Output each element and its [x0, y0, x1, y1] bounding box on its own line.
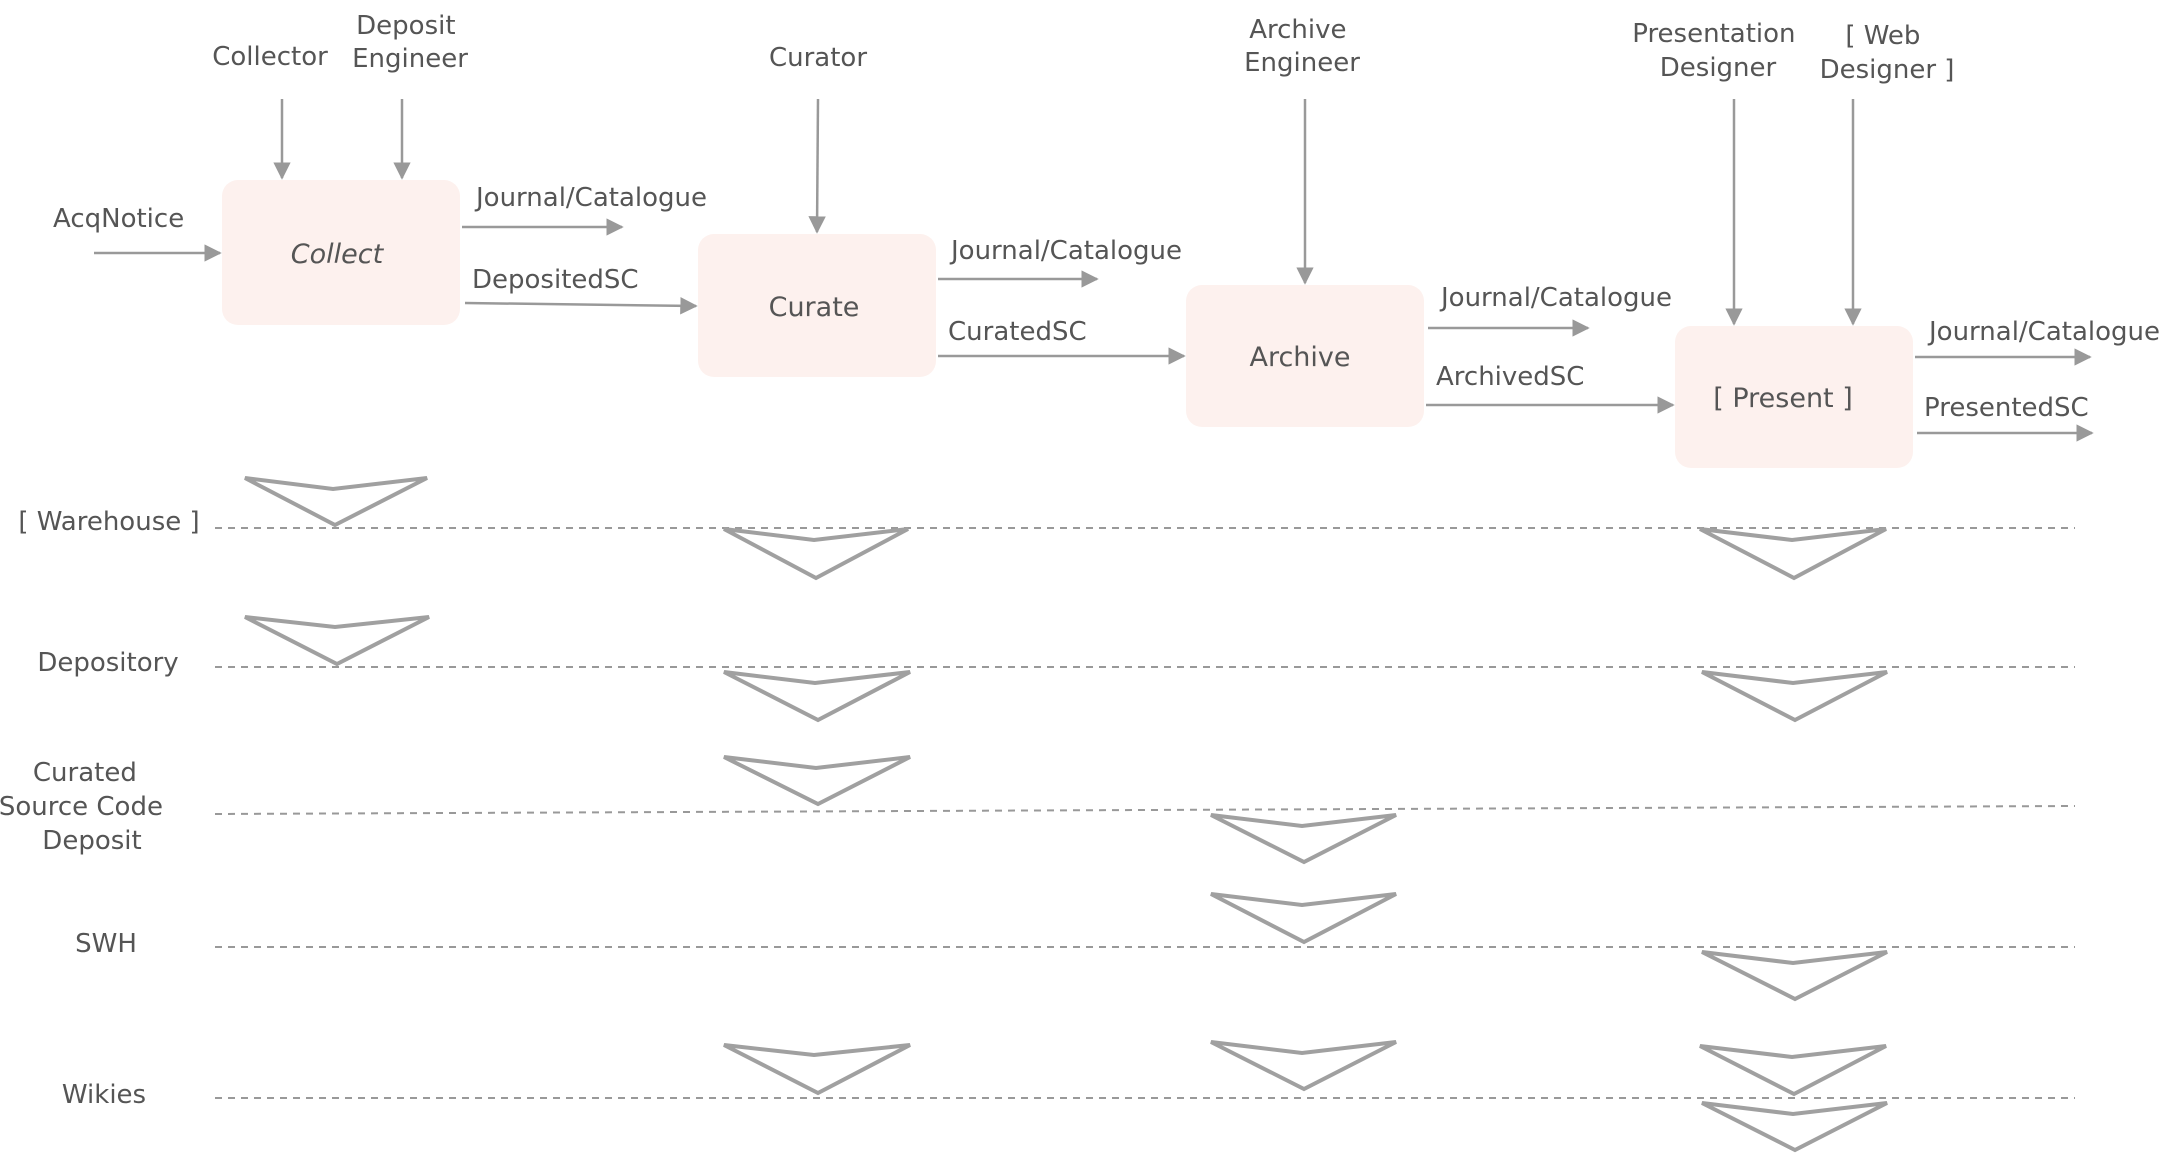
collect-warehouse-triangle	[244, 476, 428, 528]
wikies-store-label: Wikies	[62, 1080, 146, 1110]
archive-engineer-label: Archive Engineer	[1244, 15, 1360, 78]
depository-store-label: Depository	[37, 648, 178, 678]
warehouse-store-label: [ Warehouse ]	[18, 507, 199, 537]
present-warehouse-triangle	[1699, 527, 1887, 581]
curate-process-label: Curate	[769, 292, 860, 323]
acqnotice-label: AcqNotice	[53, 204, 184, 234]
archive-wikies-triangle	[1210, 1040, 1397, 1092]
curate-process-box	[698, 234, 936, 377]
curate-curated-deposit-triangle	[723, 755, 911, 807]
curator-arrow	[808, 98, 826, 234]
collect-process-box	[222, 180, 460, 325]
archivedsc-label: ArchivedSC	[1436, 362, 1584, 392]
archive-swh-triangle	[1210, 892, 1397, 945]
swh-store-label: SWH	[75, 929, 137, 959]
present-journal-label: Journal/Catalogue	[1927, 317, 2160, 347]
web-designer-label: [ Web Designer ]	[1820, 21, 1955, 85]
present-depository-triangle	[1701, 670, 1888, 723]
present-process-box	[1675, 326, 1913, 468]
archive-curated-deposit-triangle	[1210, 813, 1397, 865]
present-wikies-triangle	[1699, 1044, 1887, 1097]
collect-depository-triangle	[244, 615, 430, 667]
collect-journal-label: Journal/Catalogue	[474, 183, 707, 213]
collect-process-label: Collect	[291, 239, 385, 270]
curate-wikies-triangle	[723, 1043, 911, 1096]
archive-process-box	[1186, 285, 1424, 427]
curate-journal-label: Journal/Catalogue	[949, 236, 1182, 266]
archive-process-label: Archive	[1249, 342, 1350, 373]
depositedsc-label: DepositedSC	[472, 265, 639, 295]
presentedsc-label: PresentedSC	[1924, 393, 2089, 423]
present-wikies-lower-triangle	[1701, 1101, 1888, 1153]
depositedsc-arrow	[464, 297, 698, 315]
present-process-label: [ Present ]	[1713, 383, 1853, 414]
curated-deposit-store-label: Curated Source Code Deposit	[0, 758, 171, 856]
presentation-designer-label: Presentation Designer	[1632, 19, 1804, 83]
collector-label: Collector	[212, 42, 328, 72]
deposit-engineer-label: Deposit Engineer	[352, 11, 468, 74]
curate-depository-triangle	[723, 670, 911, 723]
present-swh-triangle	[1701, 950, 1888, 1002]
archive-journal-label: Journal/Catalogue	[1439, 283, 1672, 313]
curatedsc-label: CuratedSC	[948, 317, 1087, 347]
curate-warehouse-triangle	[723, 527, 909, 581]
curated-deposit-lane	[214, 805, 2076, 815]
curator-label: Curator	[769, 43, 867, 73]
